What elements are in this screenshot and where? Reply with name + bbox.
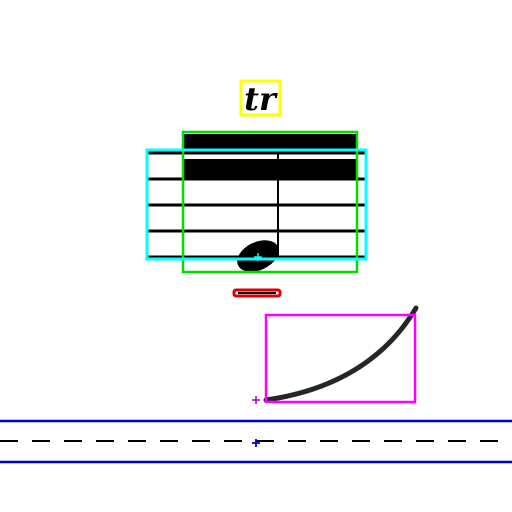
slur-bounding-box (264, 313, 417, 404)
staff-bounding-box (145, 148, 368, 261)
blue-plus-icon (252, 439, 260, 447)
ornament-bounding-box (239, 79, 282, 117)
beam-upper (183, 134, 357, 149)
cyan-plus-icon (254, 253, 262, 261)
purple-plus-icon (252, 396, 260, 404)
beam-group-bounding-box (181, 130, 359, 274)
slur-curve (263, 305, 419, 403)
dashed-line-bounding-box (0, 419, 512, 464)
ledger-line-bounding-box (232, 288, 282, 298)
trill-ornament: tr (244, 80, 278, 118)
beam-lower (183, 159, 357, 178)
